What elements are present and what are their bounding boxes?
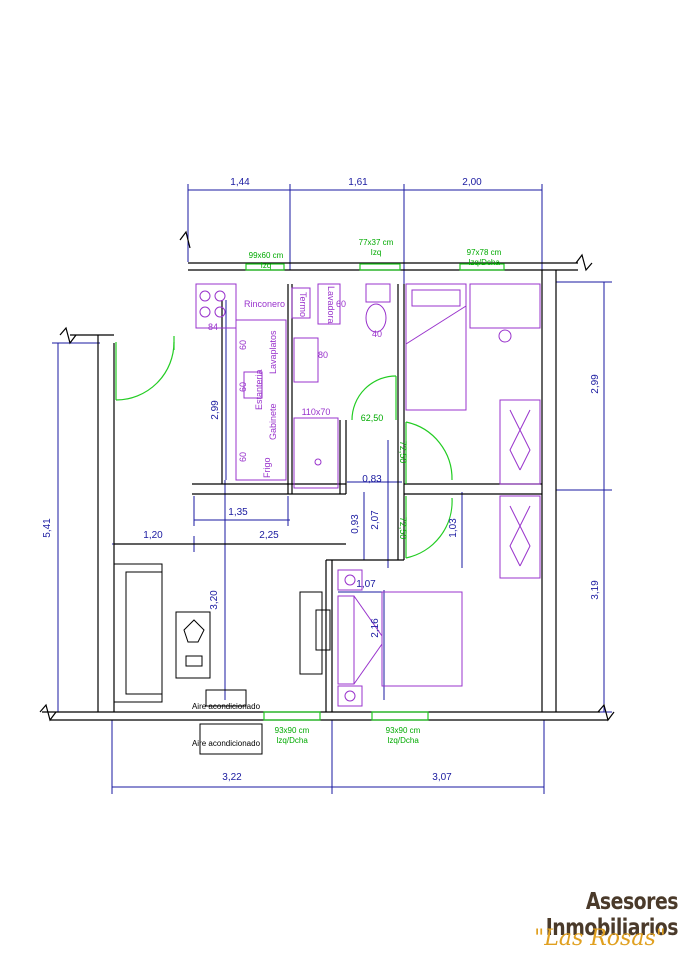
dim-right-1: 2,99 xyxy=(590,374,601,394)
window-3-size: 97x78 cm xyxy=(467,248,502,257)
dim-top-2: 1,61 xyxy=(348,177,368,188)
door-bed2-width: 72,50 xyxy=(398,517,408,540)
dim-corridor: 0,83 xyxy=(362,474,382,485)
label-40: 40 xyxy=(372,329,382,339)
dim-left: 5,41 xyxy=(42,518,53,538)
dim-1-07: 1,07 xyxy=(356,579,376,590)
label-lavaplatos: Lavaplatos xyxy=(268,330,278,374)
dim-1-20: 1,20 xyxy=(143,530,163,541)
dim-top-1: 1,44 xyxy=(230,177,250,188)
label-60d: 60 xyxy=(238,452,248,462)
label-60c: 60 xyxy=(238,382,248,392)
label-84: 84 xyxy=(208,322,218,332)
label-60b: 60 xyxy=(238,340,248,350)
dim-bottom-2: 3,07 xyxy=(432,772,452,783)
label-lavadora: Lavadora xyxy=(326,286,336,324)
label-gabinete: Gabinete xyxy=(268,403,278,440)
door-bed1-width: 72,50 xyxy=(398,441,408,464)
window-2-opening: Izq xyxy=(371,248,382,257)
furniture xyxy=(113,283,541,755)
dim-3-20: 3,20 xyxy=(209,590,220,610)
dim-top-3: 2,00 xyxy=(462,177,482,188)
label-frigo: Frigo xyxy=(262,457,272,478)
windows xyxy=(115,263,505,721)
ac-label-2: Aire acondicionado xyxy=(192,739,261,748)
dim-1-03: 1,03 xyxy=(448,518,459,538)
dim-2-07: 2,07 xyxy=(370,510,381,530)
dim-0-93: 0,93 xyxy=(350,514,361,534)
dim-2-25: 2,25 xyxy=(259,530,279,541)
window-2-size: 77x37 cm xyxy=(359,238,394,247)
label-shower: 110x70 xyxy=(302,407,331,417)
door-bath-width: 62,50 xyxy=(361,413,384,423)
dim-1-35: 1,35 xyxy=(228,507,248,518)
dim-2-16: 2,16 xyxy=(370,618,381,638)
label-estanteria: Estanteria xyxy=(254,369,264,410)
window-4-opening: Izq/Dcha xyxy=(276,736,308,745)
window-5-opening: Izq/Dcha xyxy=(387,736,419,745)
window-1-opening: Izq xyxy=(261,261,272,270)
label-80: 80 xyxy=(318,350,328,360)
window-5-size: 93x90 cm xyxy=(386,726,421,735)
label-rinconero: Rinconero xyxy=(244,299,285,309)
window-3-opening: Izq/Dcha xyxy=(468,258,500,267)
label-60a: 60 xyxy=(336,299,346,309)
ac-label-1: Aire acondicionado xyxy=(192,702,261,711)
window-4-size: 93x90 cm xyxy=(275,726,310,735)
dim-right-2: 3,19 xyxy=(590,580,601,600)
dim-kitchen-height: 2,99 xyxy=(210,400,221,420)
window-1-size: 99x60 cm xyxy=(249,251,284,260)
label-termo: Termo xyxy=(298,292,308,317)
dim-bottom-1: 3,22 xyxy=(222,772,242,783)
